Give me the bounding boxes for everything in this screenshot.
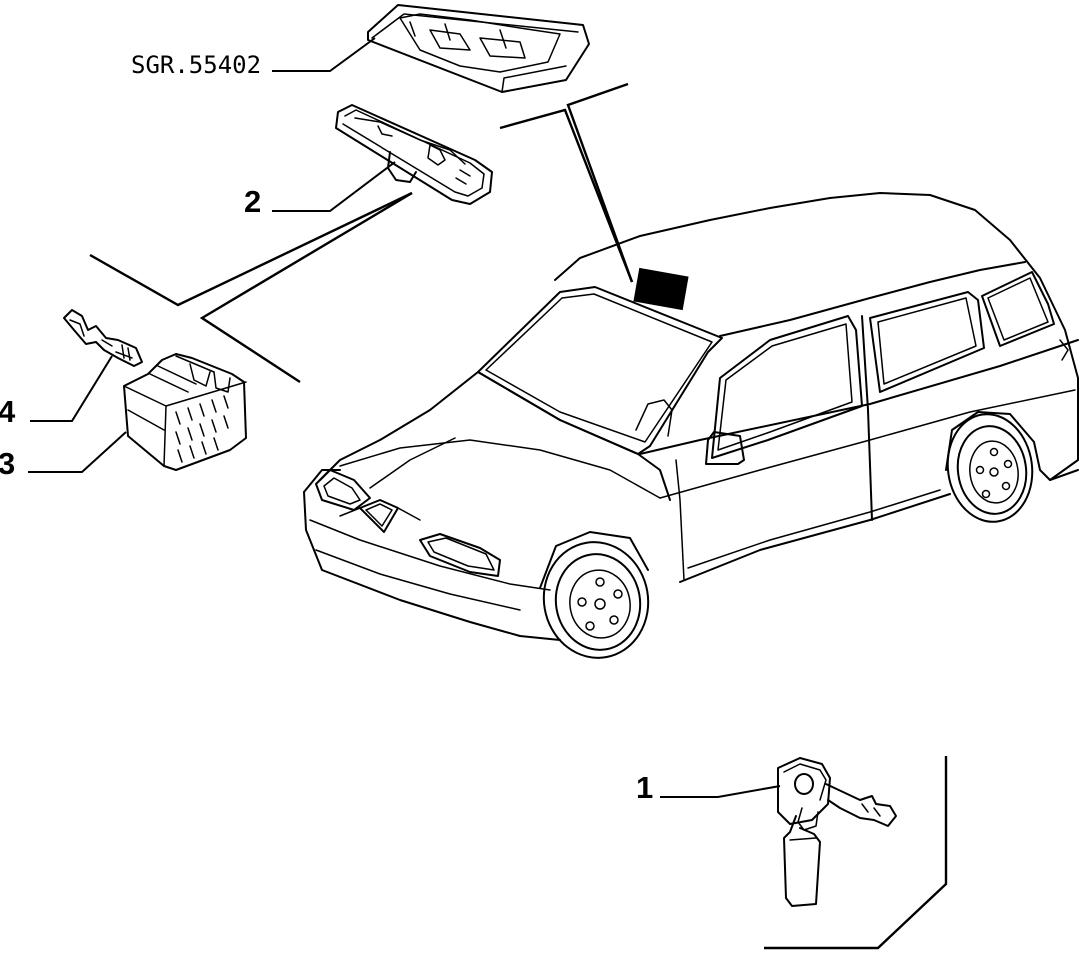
reference-code-leader: [272, 37, 376, 72]
dome-light-housing-part: [367, 4, 590, 93]
car-illustration: [303, 192, 1079, 659]
callout-4-leader: [30, 355, 113, 422]
callout-1-leader: [660, 785, 781, 798]
key-group-bracket: [764, 756, 948, 950]
roof-location-marker: [633, 267, 689, 311]
callout-number-2: 2: [244, 184, 261, 219]
callout-number-1: 1: [636, 770, 653, 805]
reference-code-label: SGR.55402: [131, 51, 261, 79]
dome-light-pointer-right: [566, 82, 634, 283]
rear-wheel: [945, 411, 1035, 523]
mirror-pointer-lower: [199, 191, 413, 384]
callout-number-3: 3: [0, 446, 15, 481]
mirror-pointer-upper: [89, 191, 413, 307]
dome-light-pointer-left: [499, 108, 634, 283]
front-wheel: [539, 531, 650, 659]
callout-2-leader: [272, 161, 396, 212]
connector-block-part: [123, 353, 247, 471]
callout-3-leader: [28, 431, 127, 473]
callout-number-4: 4: [0, 394, 16, 429]
terminal-part: [63, 309, 143, 367]
key-with-tag-part: [777, 757, 897, 907]
rear-view-mirror-part: [335, 104, 493, 205]
